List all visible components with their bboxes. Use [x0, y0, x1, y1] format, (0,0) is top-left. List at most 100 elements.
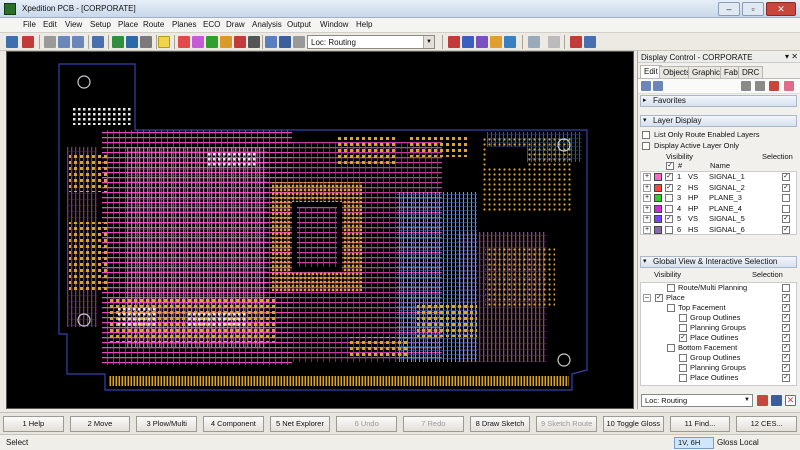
active-layer-indicator[interactable]: 1V, 6H	[674, 437, 714, 449]
drc-warning-icon[interactable]	[220, 36, 232, 48]
find-icon[interactable]	[279, 36, 291, 48]
gv-row[interactable]: Group Outlines✓	[641, 313, 796, 323]
layer-visibility-checkbox[interactable]: ✓	[665, 183, 673, 192]
fkey-2-button[interactable]: 2 Move	[69, 416, 131, 432]
component-icon[interactable]	[570, 36, 582, 48]
fkey-11-button[interactable]: 11 Find...	[669, 416, 731, 432]
tab-drc[interactable]: DRC	[738, 66, 764, 78]
menu-window[interactable]: Window	[320, 20, 349, 29]
layer-selection-checkbox[interactable]: ✓	[782, 215, 790, 223]
gv-visibility-checkbox[interactable]	[667, 344, 675, 352]
menu-view[interactable]: View	[65, 20, 83, 29]
gloss-mode-indicator[interactable]: Gloss Local	[717, 438, 759, 447]
grid-icon[interactable]	[92, 36, 104, 48]
gv-row[interactable]: Bottom Facement✓	[641, 343, 796, 353]
gv-selection-checkbox[interactable]: ✓	[782, 344, 790, 352]
gv-row[interactable]: Place Outlines✓	[641, 373, 796, 383]
delete-scheme-icon[interactable]	[757, 395, 768, 406]
cut-icon[interactable]	[44, 36, 56, 48]
route-fanout-icon[interactable]	[462, 36, 474, 48]
save-scheme-icon[interactable]	[771, 395, 782, 406]
gv-selection-checkbox[interactable]: ✓	[782, 364, 790, 372]
layer-visibility-checkbox[interactable]	[665, 225, 673, 234]
layer-selection-checkbox[interactable]: ✓	[782, 173, 790, 181]
gv-selection-checkbox[interactable]: ✓	[782, 354, 790, 362]
gv-row[interactable]: Group Outlines✓	[641, 353, 796, 363]
filter-icon[interactable]	[293, 36, 305, 48]
loc-combo[interactable]: Loc: Routing ▼	[307, 35, 435, 49]
fkey-10-button[interactable]: 10 Toggle Gloss	[603, 416, 664, 432]
layers-icon[interactable]	[126, 36, 138, 48]
fkey-1-button[interactable]: 1 Help	[3, 416, 64, 432]
zoom-icon[interactable]	[265, 36, 277, 48]
undo-icon[interactable]	[58, 36, 70, 48]
layer-color-swatch[interactable]	[654, 194, 662, 202]
select-pointer-icon[interactable]	[158, 36, 170, 48]
split-icon[interactable]	[528, 36, 540, 48]
expand-icon[interactable]: +	[643, 183, 651, 192]
chevron-down-icon[interactable]: ▼	[744, 397, 750, 403]
layer-selection-checkbox[interactable]	[782, 204, 790, 213]
ces-icon[interactable]	[178, 36, 190, 48]
fkey-12-button[interactable]: 12 CES...	[736, 416, 797, 432]
layer-selection-checkbox[interactable]: ✓	[782, 183, 790, 192]
arrow-up-icon[interactable]	[741, 81, 751, 91]
fkey-4-button[interactable]: 4 Component	[203, 416, 264, 432]
gv-visibility-checkbox[interactable]: ✓	[679, 334, 687, 342]
close-icon[interactable]: ✕	[785, 395, 796, 406]
display-icon[interactable]	[112, 36, 124, 48]
gv-visibility-checkbox[interactable]	[679, 364, 687, 372]
mirror-icon[interactable]	[548, 36, 560, 48]
route-icon[interactable]	[192, 36, 204, 48]
arrow-down-icon[interactable]	[755, 81, 765, 91]
gv-row[interactable]: Top Facement✓	[641, 303, 796, 313]
gv-row[interactable]: –✓Place✓	[641, 293, 796, 303]
minimize-button[interactable]: –	[718, 2, 740, 16]
layer-visibility-checkbox[interactable]	[665, 204, 673, 213]
close-button[interactable]: ✕	[766, 2, 796, 16]
display-scheme-icon[interactable]	[769, 81, 779, 91]
fkey-9-button[interactable]: 9 Sketch Route	[536, 416, 597, 432]
plane-icon[interactable]	[206, 36, 218, 48]
checkbox[interactable]	[642, 142, 650, 150]
menu-route[interactable]: Route	[143, 20, 165, 29]
layer-visibility-checkbox[interactable]	[665, 194, 673, 202]
menu-draw[interactable]: Draw	[226, 20, 245, 29]
gv-selection-checkbox[interactable]: ✓	[782, 314, 790, 322]
gv-visibility-checkbox[interactable]: ✓	[655, 294, 663, 302]
gv-row[interactable]: ✓Place Outlines✓	[641, 333, 796, 343]
save-icon[interactable]	[6, 36, 18, 48]
gloss-icon[interactable]	[504, 36, 516, 48]
fkey-3-button[interactable]: 3 Plow/Multi	[136, 416, 197, 432]
fkey-7-button[interactable]: 7 Redo	[403, 416, 464, 432]
gv-selection-checkbox[interactable]: ✓	[782, 324, 790, 332]
gv-selection-checkbox[interactable]: ✓	[782, 374, 790, 382]
gv-row[interactable]: Planning Groups✓	[641, 363, 796, 373]
expand-icon[interactable]: +	[643, 225, 651, 234]
menu-help[interactable]: Help	[356, 20, 373, 29]
expand-icon[interactable]	[641, 81, 651, 91]
gv-visibility-checkbox[interactable]	[667, 284, 675, 292]
gv-selection-checkbox[interactable]: ✓	[782, 334, 790, 342]
menu-edit[interactable]: Edit	[43, 20, 57, 29]
expand-icon[interactable]: +	[643, 215, 651, 223]
tune-icon[interactable]	[476, 36, 488, 48]
menu-analysis[interactable]: Analysis	[252, 20, 282, 29]
layer-selection-checkbox[interactable]: ✓	[782, 225, 790, 234]
expand-icon[interactable]: +	[643, 194, 651, 202]
panel-close-icon[interactable]: ▾ ✕	[785, 52, 798, 61]
gv-row[interactable]: Planning Groups✓	[641, 323, 796, 333]
layer-selection-checkbox[interactable]	[782, 194, 790, 202]
collapse-icon[interactable]: –	[643, 294, 651, 302]
pcb-layout[interactable]	[7, 52, 634, 409]
menu-planes[interactable]: Planes	[172, 20, 197, 29]
fkey-5-button[interactable]: 5 Net Explorer	[269, 416, 331, 432]
gv-visibility-checkbox[interactable]	[679, 324, 687, 332]
favorites-section[interactable]: ▸ Favorites	[640, 95, 797, 107]
fkey-8-button[interactable]: 8 Draw Sketch	[469, 416, 531, 432]
gv-visibility-checkbox[interactable]	[679, 374, 687, 382]
